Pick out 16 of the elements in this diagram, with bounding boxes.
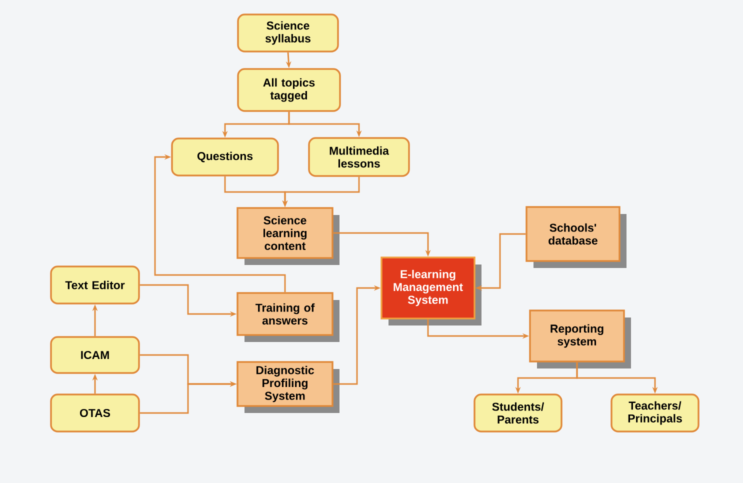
rounded-box: Multimedia lessons [308,137,410,177]
process-box: Reporting system [529,310,631,368]
rounded-box: ICAM [50,336,140,374]
rounded-box: Science syllabus [237,14,339,52]
rounded-box: Teachers/ Principals [610,394,700,432]
rounded-box: All topics tagged [237,68,341,112]
rounded-box: Questions [171,138,279,176]
rounded-box: Text Editor [50,266,140,304]
rounded-box: Students/ Parents [474,394,562,432]
highlighted-box: E-learning Management System [380,256,482,326]
process-box: Schools' database [526,206,626,268]
arrow [154,154,286,292]
process-box: Training of answers [236,292,340,342]
process-box: Science learning content [236,207,340,265]
rounded-box: OTAS [50,394,140,432]
process-box: Diagnostic Profiling System [236,361,340,413]
